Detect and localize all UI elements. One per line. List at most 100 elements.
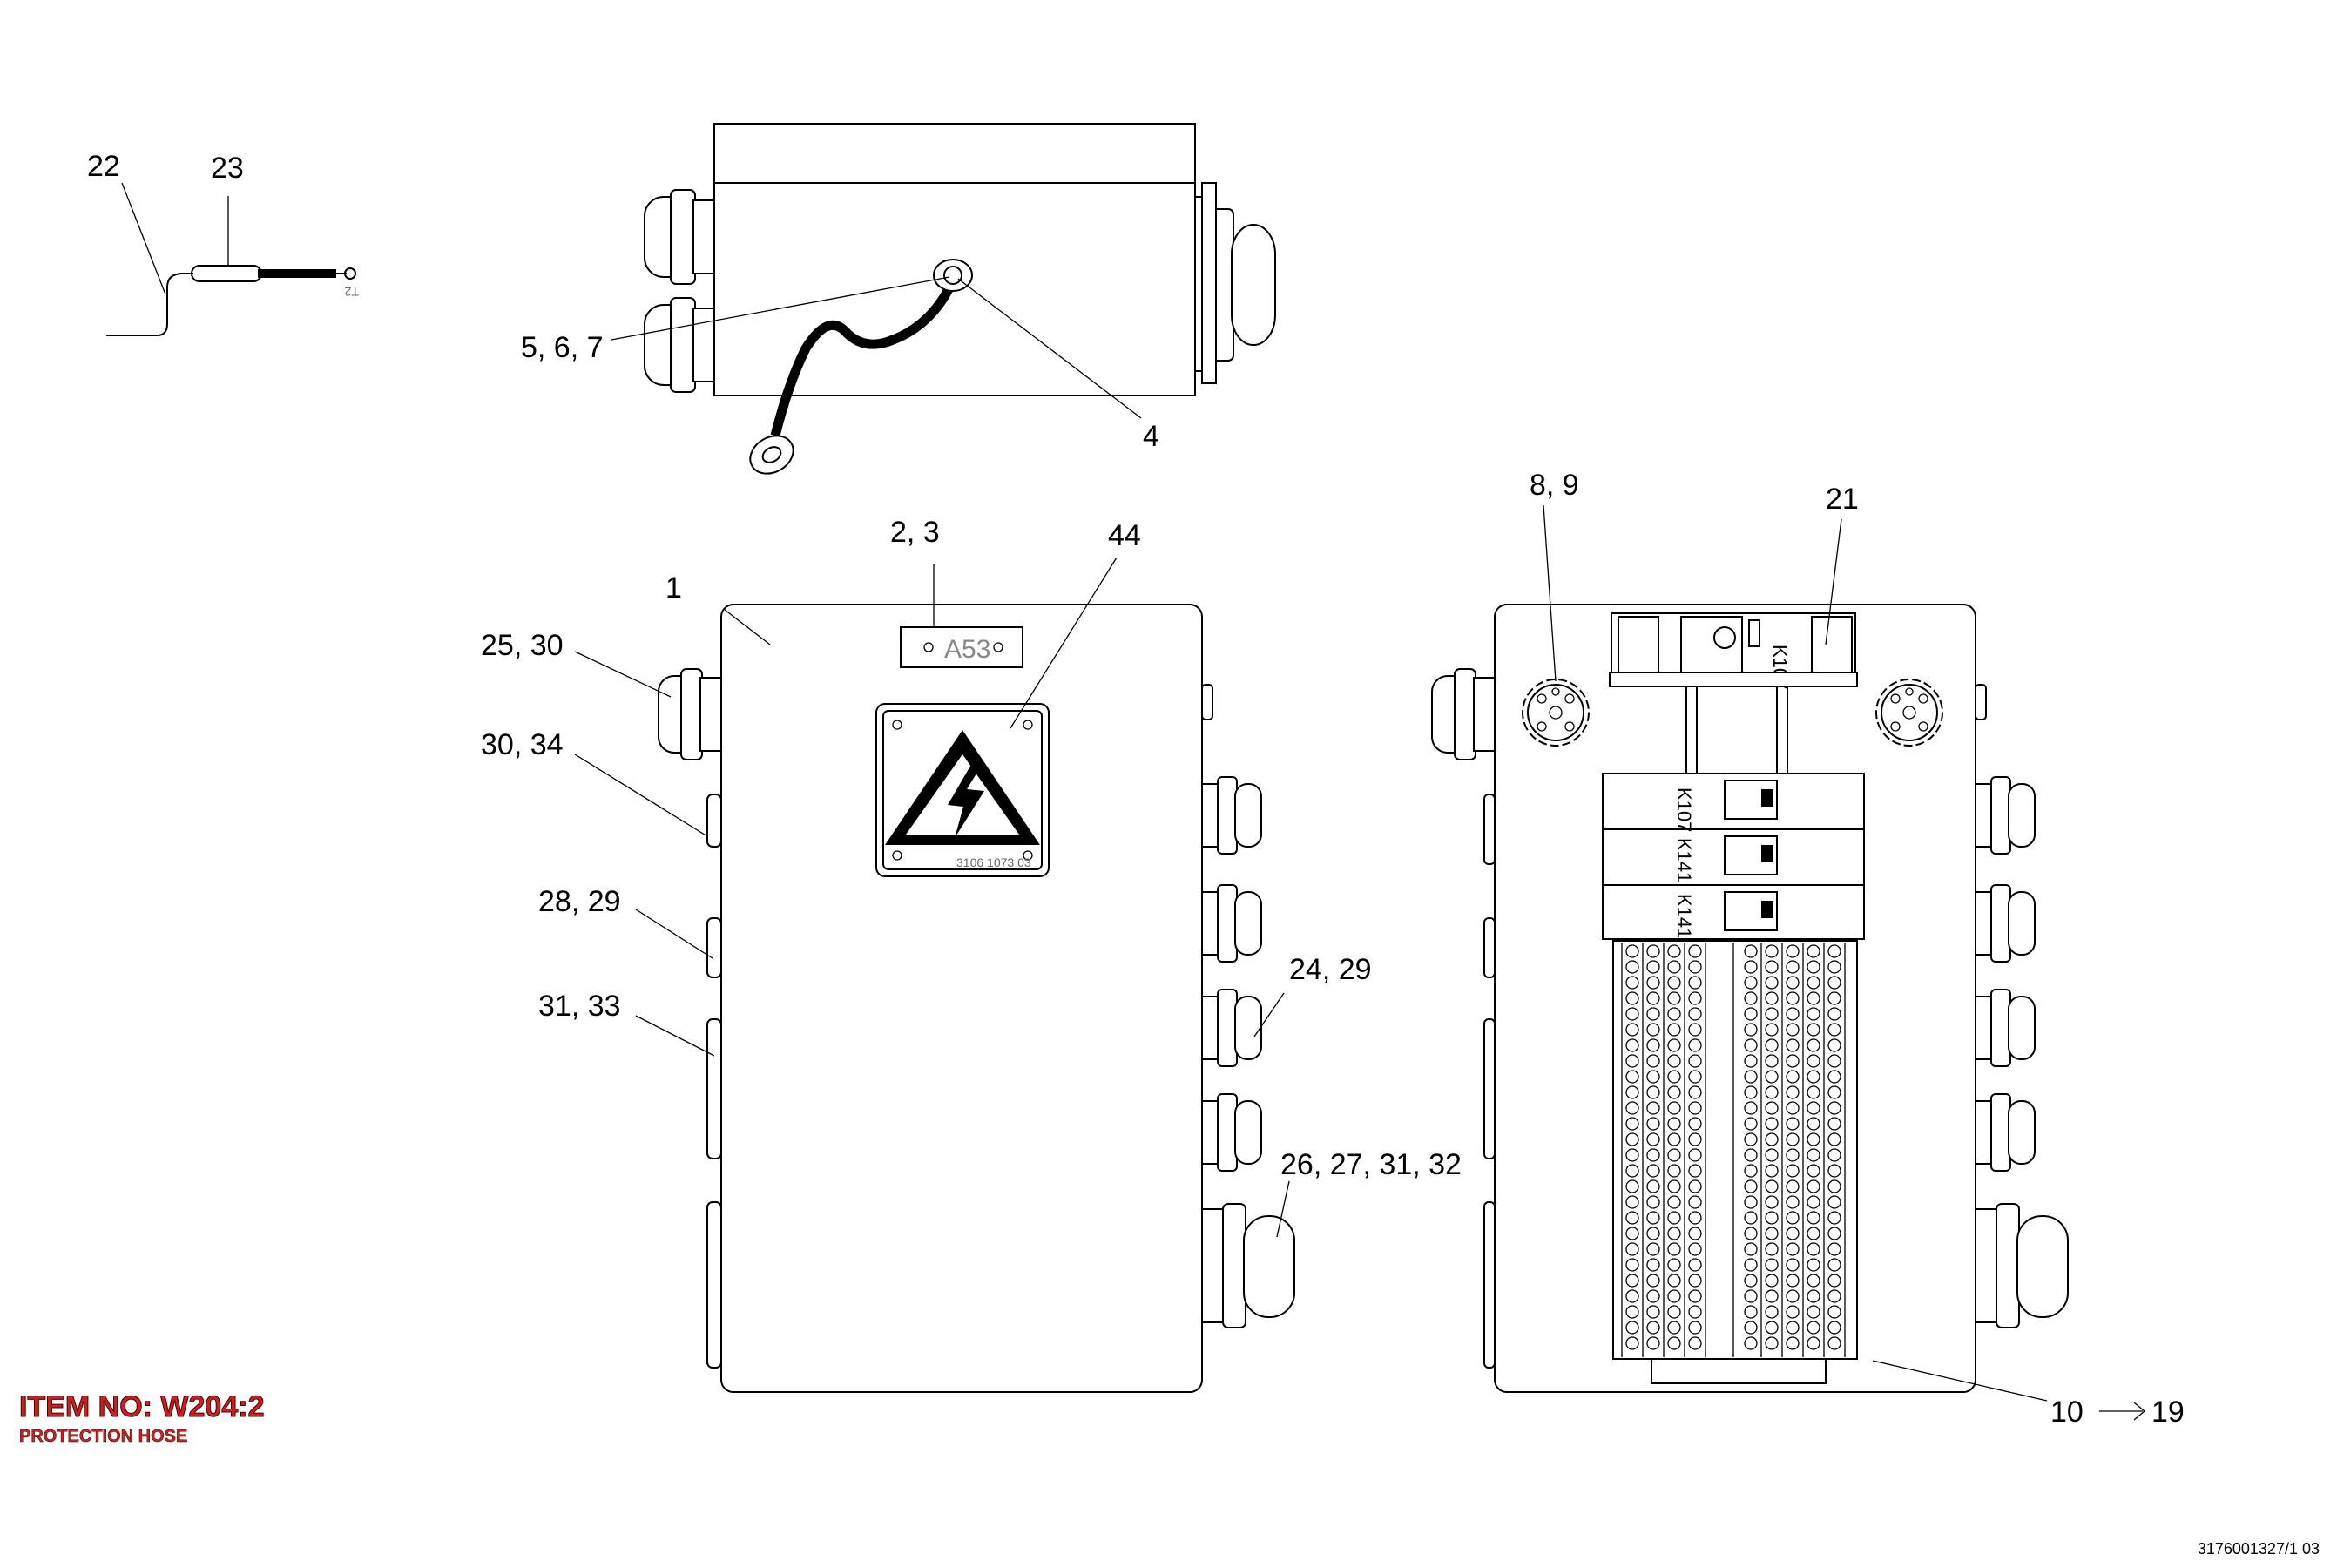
terminal-screw	[1786, 1321, 1800, 1335]
terminal-screw	[1807, 1321, 1820, 1335]
terminal-screw	[1827, 1195, 1841, 1209]
callout-21: 21	[1826, 483, 1859, 516]
terminal-screw	[1646, 1336, 1660, 1350]
terminal-screw	[1646, 1195, 1660, 1209]
terminal-screw	[1744, 1336, 1758, 1350]
terminal-screw	[1744, 976, 1758, 990]
terminal-screw	[1786, 1164, 1800, 1178]
terminal-screw	[1827, 1258, 1841, 1272]
terminal-screw	[1667, 976, 1681, 990]
terminal-screw	[1667, 991, 1681, 1005]
terminal-screw	[1625, 1274, 1639, 1288]
terminal-screw	[1765, 1132, 1779, 1146]
terminal-screw	[1827, 1023, 1841, 1037]
document-reference: 3176001327/1 03	[2197, 1540, 2320, 1558]
terminal-screw	[1807, 1289, 1820, 1303]
terminal-screw	[1807, 1336, 1820, 1350]
terminal-screw	[1807, 1038, 1820, 1052]
terminal-screw	[1765, 960, 1779, 974]
terminal-screw	[1667, 1321, 1681, 1335]
terminal-screw	[1646, 1054, 1660, 1068]
terminal-screw	[1667, 1164, 1681, 1178]
terminal-screw	[1786, 1117, 1800, 1131]
terminal-screw	[1688, 1321, 1702, 1335]
terminal-screw	[1667, 1007, 1681, 1021]
terminal-screw	[1667, 1023, 1681, 1037]
terminal-screw	[1827, 1117, 1841, 1131]
terminal-screw	[1688, 1038, 1702, 1052]
terminal-screw	[1827, 1242, 1841, 1256]
terminal-screw	[1786, 1023, 1800, 1037]
terminal-screw	[1827, 1007, 1841, 1021]
terminal-screw	[1827, 1179, 1841, 1193]
callout-26-27-31-32: 26, 27, 31, 32	[1280, 1148, 1462, 1181]
terminal-screw	[1688, 1132, 1702, 1146]
terminal-screw	[1786, 1038, 1800, 1052]
terminal-screw	[1765, 1148, 1779, 1162]
terminal-screw	[1786, 1148, 1800, 1162]
terminal-screw	[1765, 1242, 1779, 1256]
nameplate-text: A53	[944, 635, 990, 664]
terminal-screw	[1807, 1101, 1820, 1115]
terminal-screw	[1667, 1148, 1681, 1162]
terminal-screw	[1688, 1305, 1702, 1319]
terminal-screw	[1646, 1305, 1660, 1319]
terminal-screw	[1625, 1305, 1639, 1319]
terminal-screw	[1765, 1274, 1779, 1288]
terminal-screw	[1744, 1242, 1758, 1256]
terminal-screw	[1744, 1023, 1758, 1037]
terminal-screw	[1827, 1132, 1841, 1146]
terminal-screw	[1688, 1274, 1702, 1288]
svg-text:T2: T2	[344, 285, 359, 299]
terminal-screw	[1786, 1007, 1800, 1021]
terminal-screw	[1827, 1085, 1841, 1099]
relay-label-2: K141	[1673, 838, 1695, 882]
terminal-screw	[1807, 1132, 1820, 1146]
terminal-screw	[1667, 1179, 1681, 1193]
terminal-screw	[1744, 1289, 1758, 1303]
terminal-screw	[1827, 960, 1841, 974]
terminal-screw	[1688, 1054, 1702, 1068]
terminal-screw	[1667, 1054, 1681, 1068]
terminal-screw	[1827, 944, 1841, 958]
terminal-screw	[1827, 1227, 1841, 1240]
terminal-screw	[1765, 1038, 1779, 1052]
terminal-screw	[1786, 976, 1800, 990]
callout-28-29: 28, 29	[538, 885, 621, 918]
callout-22: 22	[87, 150, 120, 183]
terminal-screw	[1646, 1038, 1660, 1052]
terminal-screw	[1744, 1132, 1758, 1146]
terminal-screw	[1807, 1070, 1820, 1084]
protection-hose-detail: T2 22 23	[87, 150, 359, 336]
terminal-screw	[1646, 1179, 1660, 1193]
terminal-screw	[1646, 1070, 1660, 1084]
svg-text:3106 1073 03: 3106 1073 03	[956, 855, 1031, 869]
terminal-screw	[1625, 1227, 1639, 1240]
terminal-screw	[1786, 1242, 1800, 1256]
interior-right-glands	[1975, 684, 2069, 1328]
terminal-screw	[1807, 1258, 1820, 1272]
terminal-screw	[1688, 944, 1702, 958]
terminal-screw	[1667, 1227, 1681, 1240]
terminal-screw	[1744, 1007, 1758, 1021]
terminal-screw	[1827, 1321, 1841, 1335]
callout-25-30: 25, 30	[481, 629, 564, 662]
callout-2-3: 2, 3	[890, 516, 940, 549]
terminal-screw	[1625, 1179, 1639, 1193]
terminal-screw	[1625, 1085, 1639, 1099]
front-left-glands	[658, 668, 722, 1369]
callout-19: 19	[2151, 1396, 2185, 1429]
terminal-screw	[1688, 1179, 1702, 1193]
terminal-screw	[1744, 991, 1758, 1005]
terminal-screw	[1827, 1211, 1841, 1225]
terminal-screw	[1786, 1258, 1800, 1272]
terminal-screw	[1667, 1101, 1681, 1115]
terminal-screw	[1646, 1258, 1660, 1272]
callout-10: 10	[2050, 1396, 2084, 1429]
terminal-screw	[1786, 1305, 1800, 1319]
terminal-screw	[1667, 1195, 1681, 1209]
terminal-screw	[1646, 1227, 1660, 1240]
terminal-screw	[1744, 1227, 1758, 1240]
terminal-screw	[1625, 1336, 1639, 1350]
terminal-screw	[1765, 1336, 1779, 1350]
